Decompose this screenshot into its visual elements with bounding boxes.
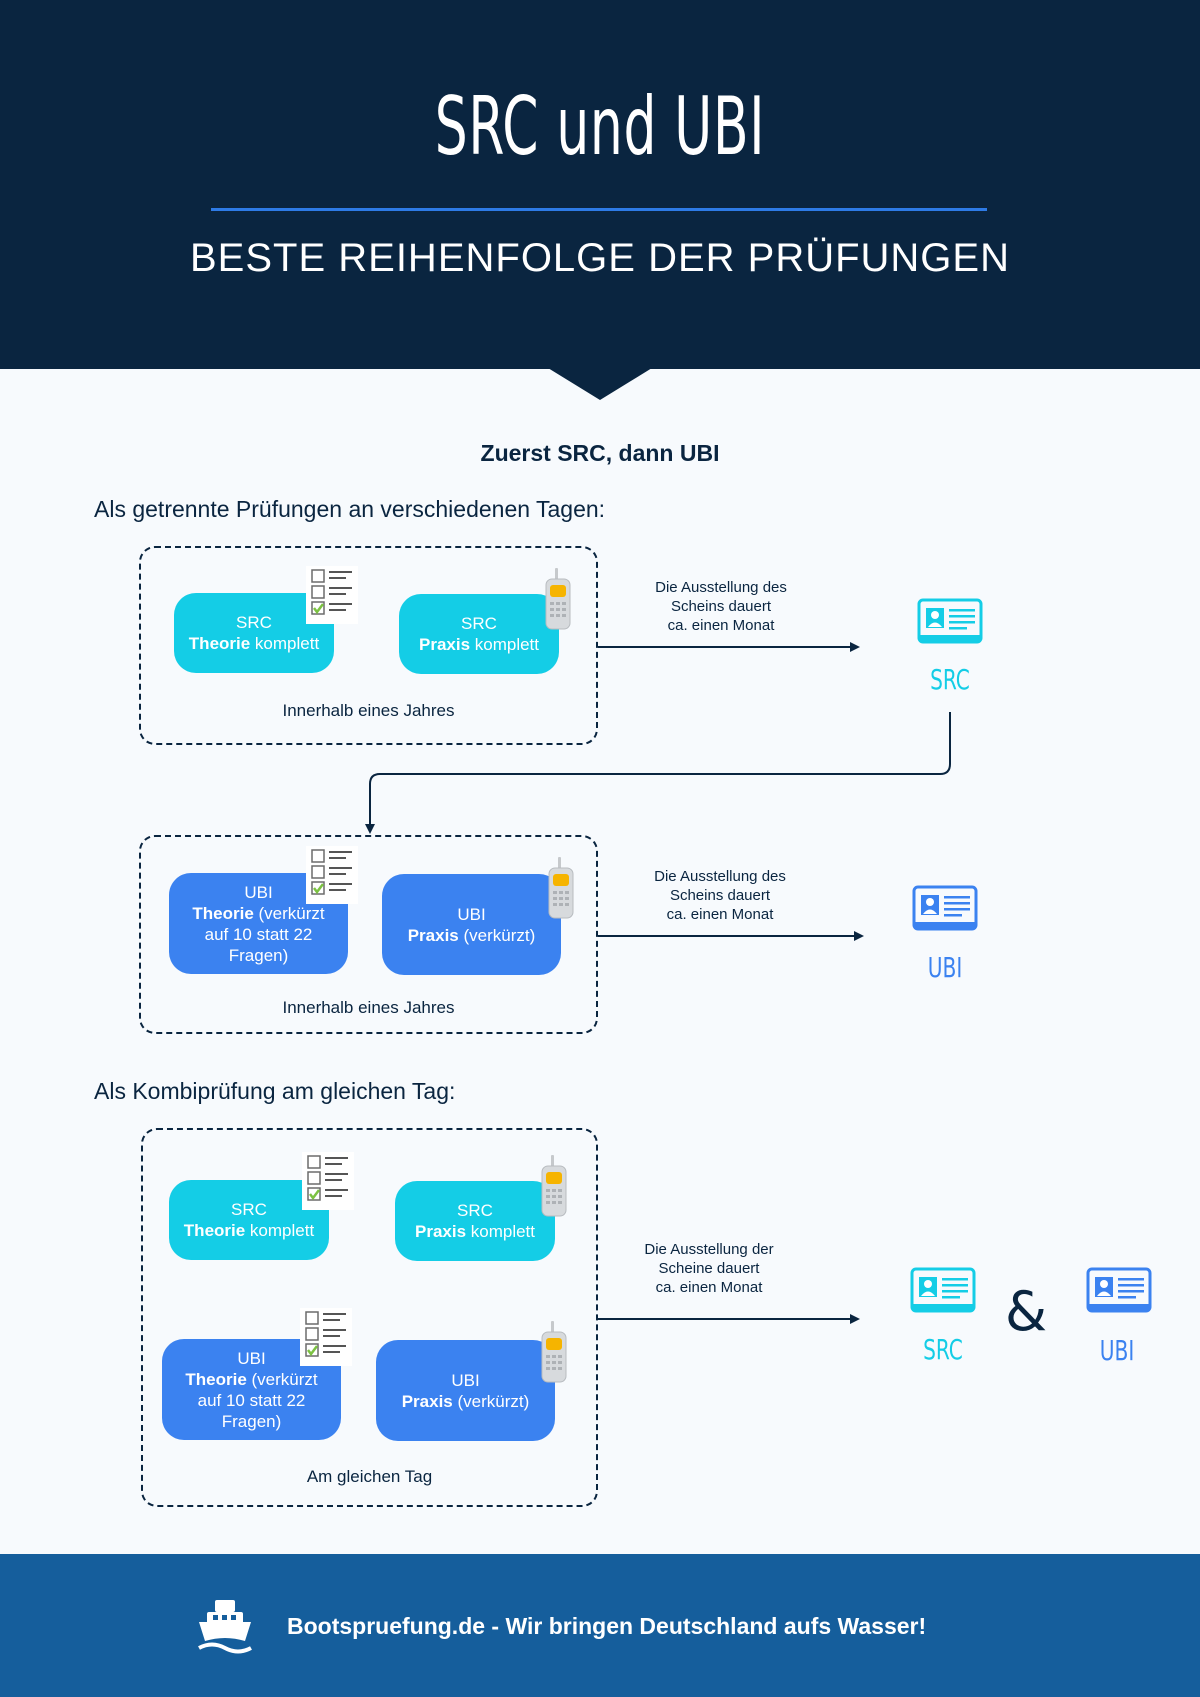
page-subtitle: BESTE REIHENFOLGE DER PRÜFUNGEN — [189, 236, 1010, 280]
radio-icon — [541, 1321, 567, 1383]
radio-icon — [545, 568, 571, 630]
footer-tagline: Bootspruefung.de - Wir bringen Deutschla… — [287, 1613, 927, 1639]
arrow-label-src: Die Ausstellung des Scheins dauert ca. e… — [655, 579, 787, 634]
license-label-ubi: UBI — [1099, 1334, 1135, 1367]
section-heading-combined: Als Kombiprüfung am gleichen Tag: — [94, 1078, 456, 1104]
radio-icon — [541, 1155, 567, 1217]
license-label-src: SRC — [923, 1333, 963, 1366]
group-combined: Am gleichen Tag — [141, 1128, 598, 1507]
pill-src-praxis: SRC Praxis komplett — [399, 594, 559, 674]
license-card-icon — [917, 598, 983, 644]
license-card-icon — [910, 1267, 976, 1313]
checklist-icon — [300, 1308, 352, 1366]
arrow-label-combined: Die Ausstellung der Scheine dauert ca. e… — [644, 1241, 774, 1296]
checklist-icon — [306, 566, 358, 624]
group-src-separate: Innerhalb eines Jahres — [139, 546, 598, 745]
radio-icon — [548, 857, 574, 919]
group-ubi-separate: Innerhalb eines Jahres — [139, 835, 598, 1034]
pill-combined-src-praxis: SRC Praxis komplett — [395, 1181, 555, 1261]
pill-combined-ubi-praxis: UBI Praxis (verkürzt) — [376, 1340, 555, 1441]
group-label: Innerhalb eines Jahres — [282, 998, 455, 1017]
checklist-icon — [306, 846, 358, 904]
arrow-label-ubi: Die Ausstellung des Scheins dauert ca. e… — [654, 868, 786, 923]
page-title: SRC und UBI — [434, 80, 766, 173]
pill-ubi-praxis: UBI Praxis (verkürzt) — [382, 874, 561, 975]
license-card-icon — [1086, 1267, 1152, 1313]
flow-heading: Zuerst SRC, dann UBI — [480, 440, 720, 466]
ampersand: & — [1005, 1280, 1048, 1343]
section-heading-separate: Als getrennte Prüfungen an verschiedenen… — [94, 496, 606, 522]
license-label-ubi: UBI — [927, 951, 963, 984]
footer-bar — [0, 1554, 1200, 1697]
boat-icon — [198, 1600, 252, 1654]
license-card-icon — [912, 885, 978, 931]
pill-combined-src-theorie: SRC Theorie komplett — [169, 1180, 329, 1260]
checklist-icon — [302, 1152, 354, 1210]
header-banner — [0, 0, 1200, 369]
license-label-src: SRC — [930, 663, 970, 696]
group-label: Am gleichen Tag — [306, 1467, 433, 1486]
header-notch — [548, 368, 652, 400]
pill-ubi-theorie: UBI Theorie (verkürzt auf 10 statt 22 Fr… — [169, 873, 348, 974]
title-divider — [211, 208, 987, 211]
arrow-src-to-ubi-group — [365, 712, 951, 834]
group-label: Innerhalb eines Jahres — [282, 701, 455, 720]
